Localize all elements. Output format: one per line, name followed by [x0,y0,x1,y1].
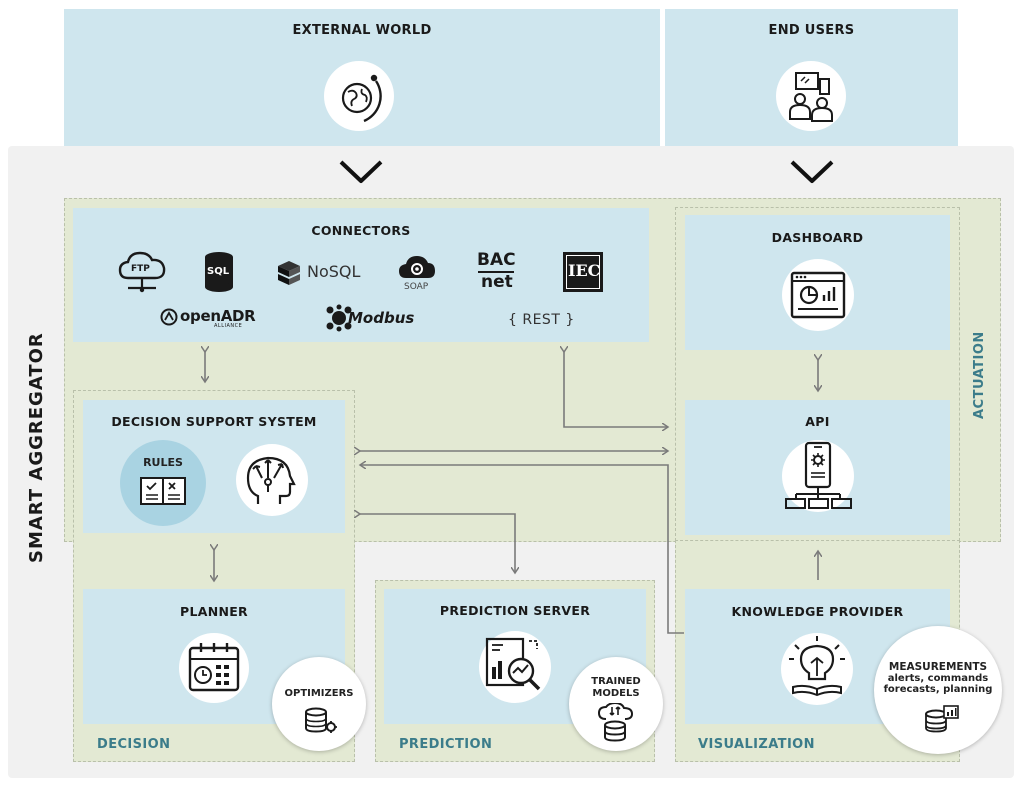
bacnet-label-bottom: net [481,272,513,292]
database-gear-icon [305,707,337,733]
ftp-logo: FTP [118,250,168,296]
connectors-title: CONNECTORS [311,223,411,238]
sql-logo: SQL [203,250,235,294]
ai-head-icon [236,444,308,516]
measurements-line2: alerts, commands [887,673,989,684]
iec-logo: IEC [563,252,603,292]
end-users-panel: END USERS [665,9,958,149]
nosql-logo: NoSQL [275,258,367,288]
cloud-database-icon [597,703,634,742]
dashboard-icon [782,259,854,331]
calendar-icon [179,633,249,703]
connectors-panel: CONNECTORS FTP SQL NoSQL [73,208,649,342]
smart-aggregator-label: SMART AGGREGATOR [26,332,47,563]
users-icon [776,61,846,131]
api-panel: API [685,400,950,535]
rules-label: RULES [143,456,183,469]
end-users-title: END USERS [768,23,855,38]
globe-icon [324,61,394,131]
dashboard-title: DASHBOARD [771,230,864,245]
measurements-label: MEASUREMENTS [888,661,988,673]
prediction-server-title: PREDICTION SERVER [439,603,591,618]
visualization-zone-label: VISUALIZATION [698,737,815,752]
iec-label: IEC [568,261,601,280]
modbus-logo: Modbus [324,304,424,334]
openadr-sub-label: ALLIANCE [214,323,243,329]
chevron-down-icon [790,160,834,183]
decision-zone-label: DECISION [97,737,171,752]
planner-title: PLANNER [180,604,248,619]
trained-models-label-2: MODELS [592,688,640,699]
dss-title: DECISION SUPPORT SYSTEM [111,414,317,429]
rest-logo: { REST } [508,309,578,331]
measurements-badge: MEASUREMENTS alerts, commands forecasts,… [874,626,1002,754]
prediction-zone-label: PREDICTION [399,737,493,752]
nosql-label: NoSQL [307,262,361,281]
rules-book-icon [140,477,186,505]
sql-label: SQL [207,266,230,277]
database-chart-icon [925,705,959,733]
optimizers-label: OPTIMIZERS [284,688,354,699]
dashboard-panel: DASHBOARD [685,215,950,350]
soap-logo: SOAP [397,254,437,294]
rules-badge: RULES [120,440,206,526]
dss-panel: DECISION SUPPORT SYSTEM RULES [83,400,345,533]
actuation-label: ACTUATION [972,331,987,419]
external-world-panel: EXTERNAL WORLD [64,9,660,149]
soap-label: SOAP [404,282,429,292]
api-icon [782,440,854,512]
bacnet-label-top: BAC [477,250,516,270]
modbus-label: Modbus [348,309,415,327]
optimizers-badge: OPTIMIZERS [272,657,366,751]
trained-models-badge: TRAINED MODELS [569,657,663,751]
openadr-label: openADR [180,307,256,325]
lightbulb-book-icon [781,633,853,705]
trained-models-label-1: TRAINED [591,676,641,687]
knowledge-provider-title: KNOWLEDGE PROVIDER [731,604,904,619]
ftp-label: FTP [131,264,150,274]
external-world-title: EXTERNAL WORLD [292,23,432,38]
measurements-line3: forecasts, planning [883,684,993,695]
openadr-logo: openADR ALLIANCE [160,306,260,332]
analytics-icon [479,631,551,703]
chevron-down-icon [339,160,383,183]
rest-label: { REST } [508,312,575,328]
bacnet-logo: BAC net [476,250,520,294]
api-title: API [805,414,830,429]
